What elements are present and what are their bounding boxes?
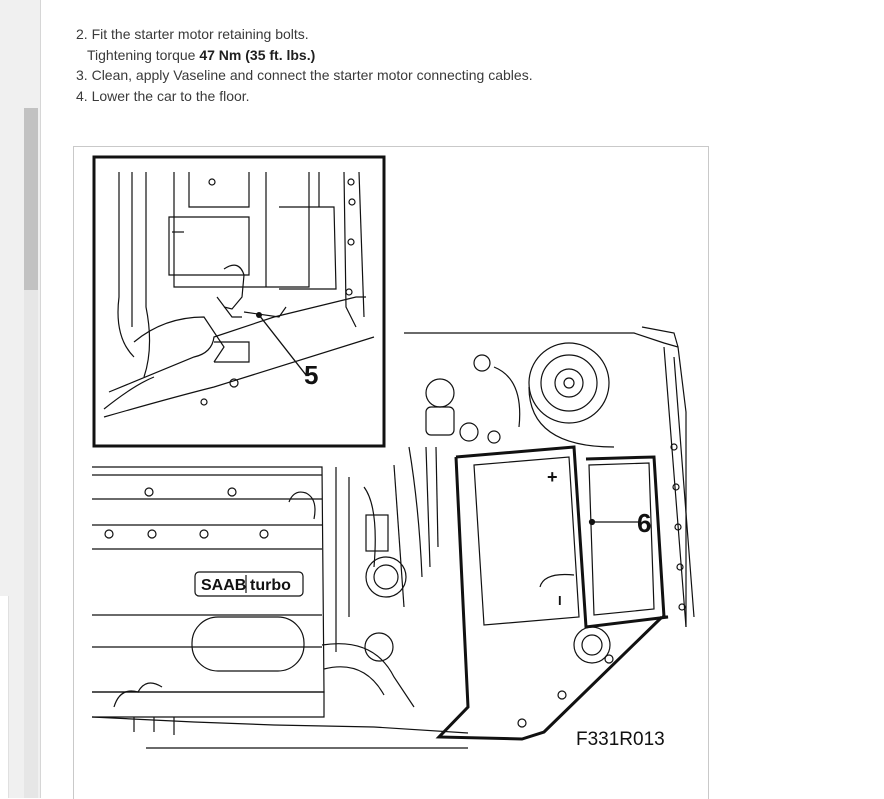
callout-6: 6 — [637, 508, 651, 538]
battery-minus-symbol: I — [558, 593, 562, 608]
battery-box — [435, 445, 669, 741]
hose-bundle — [335, 446, 439, 662]
saab-turbo-badge — [194, 571, 304, 597]
step-2: 2. Fit the starter motor retaining bolts… — [76, 24, 856, 45]
scrollbar-thumb[interactable] — [24, 108, 38, 290]
strut-tower — [404, 326, 687, 627]
step-3: 3. Clean, apply Vaseline and connect the… — [76, 65, 856, 86]
step-number: 3. — [76, 67, 88, 83]
step-text: Clean, apply Vaseline and connect the st… — [91, 67, 533, 83]
engine-cover — [92, 466, 325, 693]
step-4: 4. Lower the car to the floor. — [76, 86, 856, 107]
badge-brand: SAAB — [201, 577, 246, 594]
badge-model: turbo — [250, 577, 291, 594]
document-content: 2. Fit the starter motor retaining bolts… — [40, 0, 884, 799]
callout-5: 5 — [304, 360, 318, 390]
battery-plus-symbol: + — [547, 467, 558, 487]
step-text: Fit the starter motor retaining bolts. — [91, 26, 309, 42]
torque-value: 47 Nm (35 ft. lbs.) — [199, 46, 316, 63]
inset-detail-view — [92, 155, 386, 448]
step-number: 2. — [76, 26, 88, 42]
step-text: Lower the car to the floor. — [91, 87, 250, 104]
instruction-list: 2. Fit the starter motor retaining bolts… — [76, 24, 856, 106]
step-number: 4. — [76, 87, 88, 104]
rail-marker — [0, 596, 9, 798]
illustration-drawing: 5 6 SAAB turbo + I F331R013 — [91, 155, 695, 750]
torque-label: Tightening torque — [87, 46, 200, 63]
figure-code: F331R013 — [576, 729, 665, 750]
battery-cover-detail — [473, 456, 655, 728]
engine-bay-illustration: 5 6 SAAB turbo + I F331R013 — [73, 146, 709, 799]
torque-spec: Tightening torque 47 Nm (35 ft. lbs.) — [76, 45, 856, 66]
